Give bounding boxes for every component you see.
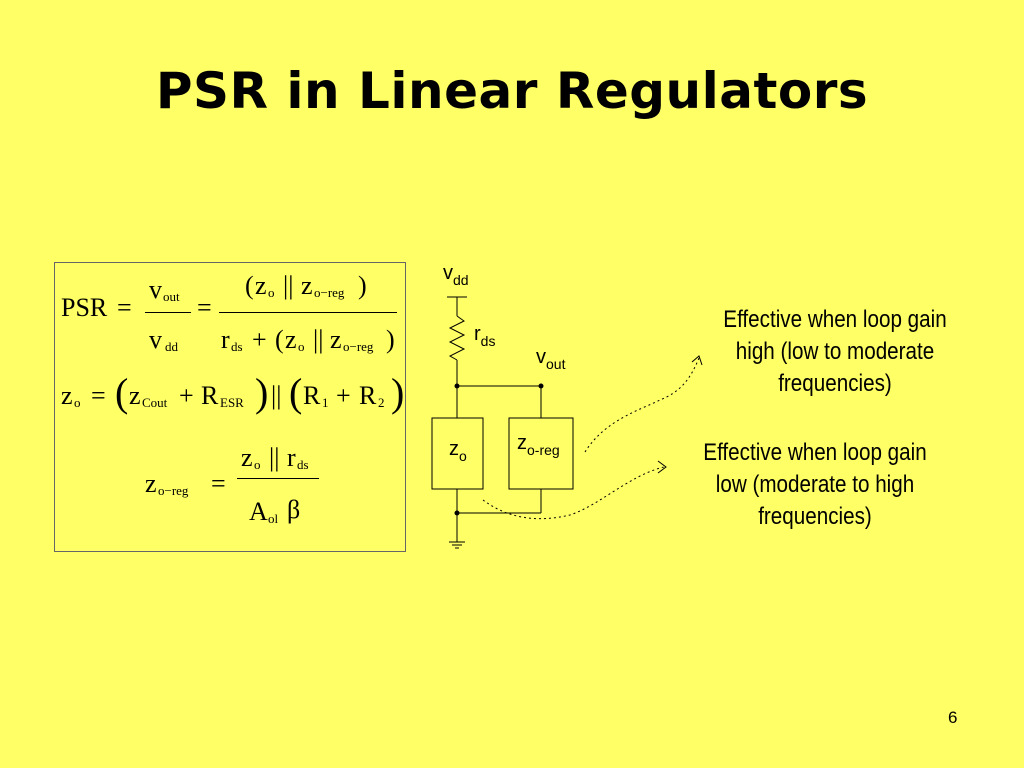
sub-ds: ds [297, 457, 309, 472]
note-line: Effective when loop gain [723, 306, 947, 333]
big-paren-right: ) [255, 370, 269, 415]
plus-sign: + [252, 325, 267, 354]
parallel-sign: || [269, 443, 280, 472]
sub-1: 1 [322, 395, 329, 410]
note-line: high (low to moderate [735, 338, 935, 365]
paren: ( [275, 325, 284, 354]
note-high-loop-gain: Effective when loop gain high (low to mo… [689, 304, 981, 400]
sub-out: out [163, 289, 180, 304]
label-main: r [474, 323, 481, 345]
var-r: r [221, 325, 230, 354]
var-z: z [145, 469, 157, 498]
label-main: v [536, 346, 546, 368]
var-z: z [129, 381, 141, 410]
note-line: frequencies) [778, 370, 892, 397]
equals-sign: = [197, 293, 212, 322]
label-main: z [449, 438, 459, 460]
label-sub: ds [480, 333, 496, 349]
label-main: v [443, 262, 453, 284]
paren: ( [245, 271, 254, 300]
equals-sign: = [117, 293, 132, 322]
rds-label: rds [474, 323, 496, 349]
psr-label: PSR [61, 293, 108, 322]
sub-o: o [298, 339, 305, 354]
note-low-loop-gain: Effective when loop gain low (moderate t… [669, 437, 961, 533]
node-dot [454, 383, 460, 389]
sub-o: o [268, 285, 275, 300]
sub-o: o [74, 395, 81, 410]
sub-esr: ESR [220, 395, 244, 410]
parallel-sign: || [313, 325, 324, 354]
big-paren-left: ( [115, 370, 129, 415]
dotted-arrow-low [482, 466, 665, 520]
sub-ol: ol [268, 511, 279, 526]
big-paren-left: ( [289, 370, 303, 415]
dotted-arrow-high [584, 357, 700, 453]
var-z: z [285, 325, 297, 354]
sub-oreg: o−reg [314, 285, 345, 300]
var-z: z [61, 381, 73, 410]
zoreg-label: zo-reg [517, 432, 560, 458]
resistor-rds [448, 315, 466, 361]
sub-ds: ds [231, 339, 243, 354]
var-z: z [330, 325, 342, 354]
plus-sign: + [336, 381, 351, 410]
label-main: z [517, 432, 527, 454]
var-v: v [149, 275, 162, 304]
label-sub: o [459, 448, 467, 464]
label-sub: dd [453, 272, 469, 288]
parallel-sign: || [271, 381, 282, 410]
zo-label: zo [449, 438, 467, 464]
vdd-label: vdd [443, 262, 469, 288]
sub-dd: dd [165, 339, 178, 354]
var-v: v [149, 325, 162, 354]
label-sub: o-reg [527, 442, 560, 458]
node-dot [454, 510, 460, 516]
var-z: z [255, 271, 267, 300]
arrowhead-icon [657, 460, 667, 474]
var-r: r [287, 443, 296, 472]
big-paren-right: ) [391, 370, 405, 415]
parallel-sign: || [283, 271, 294, 300]
var-A: A [249, 497, 268, 526]
note-line: low (moderate to high [715, 471, 915, 498]
var-R: R [303, 381, 321, 410]
sub-cout: Cout [142, 395, 168, 410]
note-line: Effective when loop gain [703, 439, 927, 466]
arrowhead-icon [691, 355, 703, 366]
fraction-bar [145, 312, 191, 313]
sub-o: o [254, 457, 261, 472]
paren: ) [358, 271, 367, 300]
sub-oreg: o−reg [343, 339, 374, 354]
var-z: z [301, 271, 313, 300]
note-line: frequencies) [758, 503, 872, 530]
sub-2: 2 [378, 395, 385, 410]
equals-sign: = [211, 469, 226, 498]
equation-box: PSR = v out v dd = ( z o || z o−reg ) r … [54, 262, 406, 552]
paren: ) [386, 325, 395, 354]
slide-title: PSR in Linear Regulators [155, 62, 869, 120]
node-dot [538, 383, 544, 389]
var-R: R [201, 381, 219, 410]
var-R: R [359, 381, 377, 410]
var-z: z [241, 443, 253, 472]
vout-label: vout [536, 346, 566, 372]
page-number: 6 [948, 708, 958, 727]
equals-sign: = [91, 381, 106, 410]
sub-oreg: o−reg [158, 483, 189, 498]
fraction-bar [237, 478, 319, 479]
var-beta: β [287, 495, 301, 524]
plus-sign: + [179, 381, 194, 410]
label-sub: out [546, 356, 566, 372]
fraction-bar [219, 312, 397, 313]
